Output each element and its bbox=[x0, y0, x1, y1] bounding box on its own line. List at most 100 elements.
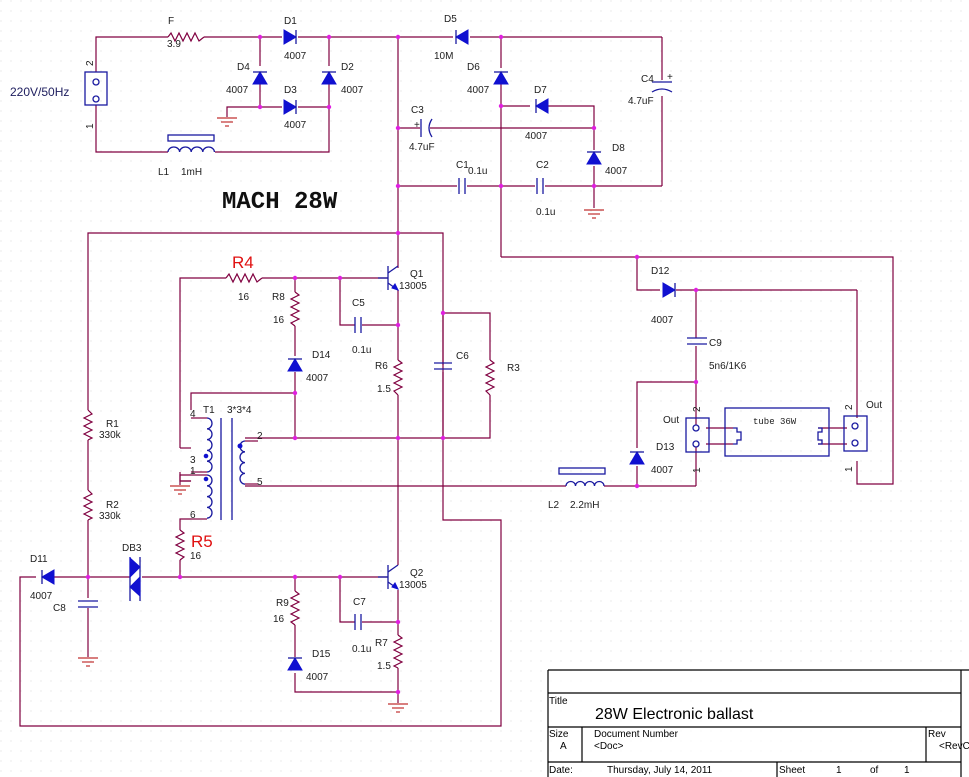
document-number-label: Document Number bbox=[594, 729, 679, 740]
diode-d15[interactable] bbox=[287, 657, 303, 671]
rev-label: Rev bbox=[928, 729, 946, 740]
d8-value: 4007 bbox=[605, 166, 628, 177]
resistor-r4[interactable] bbox=[225, 272, 263, 284]
diode-d13[interactable] bbox=[629, 451, 645, 465]
d13-ref: D13 bbox=[656, 442, 675, 453]
d14-value: 4007 bbox=[306, 373, 329, 384]
svg-text:+: + bbox=[667, 72, 673, 83]
r6-ref: R6 bbox=[375, 361, 388, 372]
c7-ref: C7 bbox=[353, 597, 366, 608]
output-connector-right[interactable] bbox=[843, 415, 868, 452]
r1-value: 330k bbox=[99, 430, 122, 441]
out-right-pin-2: 2 bbox=[844, 404, 855, 410]
r8-value: 16 bbox=[273, 315, 285, 326]
date-label: Date: bbox=[549, 765, 573, 776]
capacitor-c8[interactable] bbox=[78, 600, 98, 608]
capacitor-c9[interactable] bbox=[687, 337, 707, 345]
diode-d11[interactable] bbox=[41, 569, 55, 585]
fuse-ref: F bbox=[168, 16, 174, 27]
ground-symbol bbox=[388, 703, 408, 713]
d4-ref: D4 bbox=[237, 62, 250, 73]
output-connector-left[interactable] bbox=[685, 417, 710, 453]
d2-ref: D2 bbox=[341, 62, 354, 73]
diode-d8[interactable] bbox=[586, 151, 602, 165]
capacitor-c1[interactable] bbox=[458, 178, 466, 194]
capacitor-c3[interactable]: + bbox=[414, 118, 433, 138]
diode-d12[interactable] bbox=[662, 282, 676, 298]
out-right-pin-1: 1 bbox=[844, 466, 855, 472]
db3-ref: DB3 bbox=[122, 543, 142, 554]
capacitor-c5[interactable] bbox=[354, 317, 362, 333]
diode-d6[interactable] bbox=[493, 71, 509, 85]
d1-value: 4007 bbox=[284, 51, 307, 62]
d6-ref: D6 bbox=[467, 62, 480, 73]
resistor-r9[interactable] bbox=[289, 590, 301, 626]
diode-d7[interactable] bbox=[535, 98, 549, 114]
capacitor-c7[interactable] bbox=[354, 614, 362, 630]
r5-value: 16 bbox=[190, 551, 202, 562]
d3-ref: D3 bbox=[284, 85, 297, 96]
svg-text:+: + bbox=[414, 120, 420, 131]
c6-ref: C6 bbox=[456, 351, 469, 362]
transistor-q2[interactable] bbox=[378, 555, 399, 590]
transistor-q1[interactable] bbox=[378, 265, 399, 291]
resistor-r6[interactable] bbox=[392, 359, 404, 396]
diode-d3[interactable] bbox=[283, 99, 297, 115]
diode-d2[interactable] bbox=[321, 71, 337, 85]
diode-d5[interactable] bbox=[455, 29, 469, 45]
resistor-r2[interactable] bbox=[82, 489, 94, 521]
resistor-r8[interactable] bbox=[289, 291, 301, 327]
ac-source-connector[interactable] bbox=[84, 71, 108, 106]
diode-d4[interactable] bbox=[252, 71, 268, 85]
d11-value: 4007 bbox=[30, 591, 53, 602]
q1-ref: Q1 bbox=[410, 269, 424, 280]
sheet-value: 1 bbox=[836, 765, 842, 776]
l2-value: 2.2mH bbox=[570, 500, 599, 511]
r2-ref: R2 bbox=[106, 500, 119, 511]
ground-symbol bbox=[584, 209, 604, 219]
source-label: 220V/50Hz bbox=[10, 85, 69, 99]
out-left-pin-2: 2 bbox=[692, 406, 703, 412]
sheet-label: Sheet bbox=[779, 765, 805, 776]
date-value: Thursday, July 14, 2011 bbox=[607, 765, 713, 776]
resistor-r1[interactable] bbox=[82, 409, 94, 441]
d15-ref: D15 bbox=[312, 649, 331, 660]
c9-ref: C9 bbox=[709, 338, 722, 349]
t1-pin-4: 4 bbox=[190, 409, 196, 420]
diode-d1[interactable] bbox=[283, 29, 297, 45]
capacitor-c6[interactable] bbox=[434, 362, 452, 370]
resistor-r5[interactable] bbox=[174, 529, 186, 561]
fuse-f[interactable] bbox=[167, 31, 205, 43]
c5-ref: C5 bbox=[352, 298, 365, 309]
ground-symbol bbox=[170, 474, 191, 495]
c4-value: 4.7uF bbox=[628, 96, 654, 107]
capacitor-c2[interactable] bbox=[536, 178, 544, 194]
inductor-l1[interactable] bbox=[167, 134, 216, 153]
t1-pin-3: 3 bbox=[190, 455, 196, 466]
c5-value: 0.1u bbox=[352, 345, 371, 356]
fuse-value: 3.9 bbox=[167, 39, 181, 50]
diode-d14[interactable] bbox=[287, 358, 303, 372]
wires bbox=[19, 36, 894, 727]
d12-value: 4007 bbox=[651, 315, 674, 326]
diac-db3[interactable] bbox=[129, 556, 141, 601]
d7-value: 4007 bbox=[525, 131, 548, 142]
tube-label: tube 36W bbox=[753, 417, 797, 427]
c9-value: 5n6/1K6 bbox=[709, 361, 747, 372]
resistor-r7[interactable] bbox=[392, 634, 404, 669]
size-value: A bbox=[560, 741, 567, 752]
c8-ref: C8 bbox=[53, 603, 66, 614]
c3-value: 4.7uF bbox=[409, 142, 435, 153]
r6-value: 1.5 bbox=[377, 384, 391, 395]
c4-ref: C4 bbox=[641, 74, 654, 85]
resistor-r3[interactable] bbox=[484, 359, 496, 396]
fluorescent-tube[interactable] bbox=[724, 407, 830, 457]
sheet-total: 1 bbox=[904, 765, 910, 776]
inductor-l2[interactable] bbox=[558, 467, 606, 487]
t1-ref: T1 bbox=[203, 405, 215, 416]
capacitor-c4[interactable]: + bbox=[651, 72, 673, 93]
r5-ref: R5 bbox=[191, 532, 213, 551]
transformer-t1[interactable] bbox=[191, 417, 258, 520]
of-label: of bbox=[870, 765, 879, 776]
